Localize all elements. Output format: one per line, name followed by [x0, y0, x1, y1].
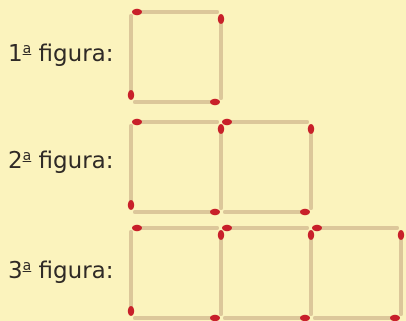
match-head [300, 315, 310, 321]
match-head [132, 9, 142, 15]
match-head [312, 225, 322, 231]
figure-1-match-top-1 [132, 9, 217, 15]
figure-1-match-left [128, 16, 134, 100]
figure-3-match-vertical-2 [308, 230, 314, 314]
match-head [210, 209, 220, 215]
match-head [398, 230, 404, 240]
match-head [218, 124, 224, 134]
match-head [308, 230, 314, 240]
figure-3-match-vertical-1 [218, 230, 224, 314]
match-head [222, 225, 232, 231]
figure-1-match-vertical-1 [218, 14, 224, 98]
figure-3-match-top-3 [312, 225, 397, 231]
match-head [210, 99, 220, 105]
match-head [222, 119, 232, 125]
match-head [300, 209, 310, 215]
figure-2-match-left [128, 126, 134, 210]
figure-2-match-top-1 [132, 119, 217, 125]
match-head [210, 315, 220, 321]
match-head [128, 306, 134, 316]
match-head [132, 119, 142, 125]
figure-3-match-bottom-1 [135, 315, 220, 321]
match-head [132, 225, 142, 231]
match-head [390, 315, 400, 321]
figure-3-match-top-2 [222, 225, 307, 231]
figure-2-match-bottom-1 [135, 209, 220, 215]
match-head [218, 230, 224, 240]
match-head [128, 90, 134, 100]
match-head [218, 14, 224, 24]
figure-2-match-vertical-1 [218, 124, 224, 208]
figure-3-match-left [128, 232, 134, 316]
figure-1-match-bottom-1 [135, 99, 220, 105]
figure-3-match-vertical-3 [398, 230, 404, 314]
figure-3-match-top-1 [132, 225, 217, 231]
figure-2-match-bottom-2 [225, 209, 310, 215]
match-head [128, 200, 134, 210]
match-head [308, 124, 314, 134]
figure-3-match-bottom-2 [225, 315, 310, 321]
figure-2-match-vertical-2 [308, 124, 314, 208]
figure-2-match-top-2 [222, 119, 307, 125]
figure-3-match-bottom-3 [315, 315, 400, 321]
